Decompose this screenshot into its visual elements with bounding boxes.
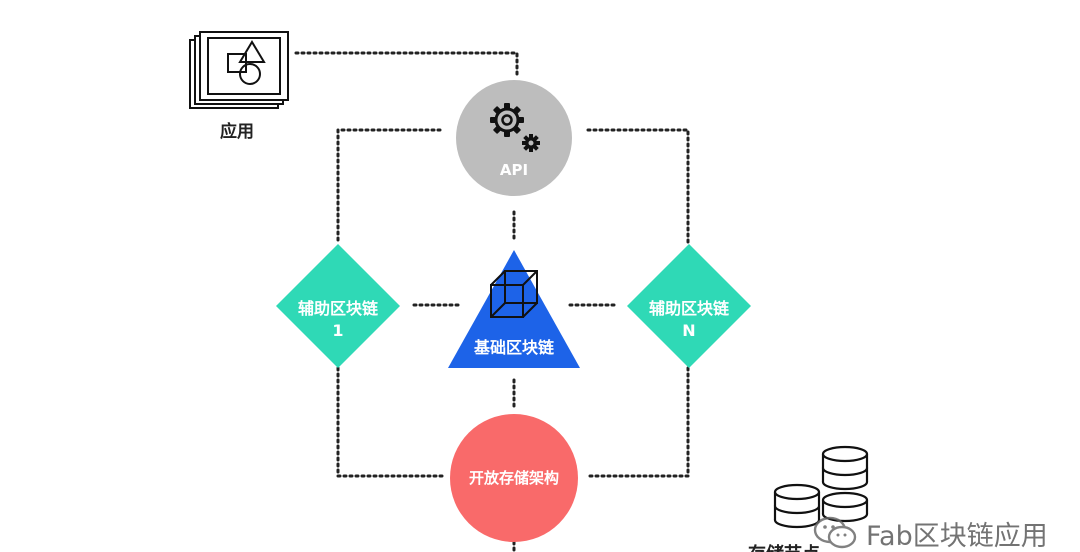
base-chain-triangle <box>448 250 580 368</box>
aux-chain-right-index: N <box>682 321 695 340</box>
aux-chain-right-node: 辅助区块链 N <box>627 244 751 368</box>
stacked-pages-icon <box>189 31 289 109</box>
connector-api-right <box>586 128 690 246</box>
aux-chain-left-diamond <box>276 244 400 368</box>
api-circle <box>456 80 572 196</box>
aux-chain-left-index: 1 <box>332 321 343 340</box>
connector-app-api <box>294 51 519 78</box>
aux-chain-right-label: 辅助区块链 <box>649 299 730 318</box>
shapes-icon <box>227 40 266 85</box>
gear-icon <box>490 103 524 137</box>
base-chain-node: 基础区块链 <box>448 250 580 368</box>
aux-chain-left-node: 辅助区块链 1 <box>276 244 400 368</box>
connectors <box>294 51 690 552</box>
storage-node: 开放存储架构 <box>450 414 578 542</box>
base-chain-label: 基础区块链 <box>473 338 555 357</box>
application-label: 应用 <box>220 121 254 142</box>
database-stack-icon <box>773 445 869 529</box>
connector-api-left <box>336 128 442 246</box>
storage-label: 开放存储架构 <box>469 469 559 487</box>
connector-left-storage <box>336 366 446 478</box>
aux-chain-right-diamond <box>627 244 751 368</box>
watermark-text: Fab区块链应用 <box>866 520 1048 552</box>
connector-right-storage <box>584 366 690 478</box>
database-left-icon <box>773 483 821 529</box>
small-gear-icon <box>522 134 540 152</box>
database-right-icon <box>821 445 869 523</box>
cube-icon <box>490 270 538 318</box>
application-node: 应用 <box>189 31 289 142</box>
wechat-icon <box>813 516 857 549</box>
storage-circle <box>450 414 578 542</box>
watermark: Fab区块链应用 <box>812 514 1048 552</box>
api-label: API <box>500 161 528 179</box>
storage-node-label: 存储节点 <box>748 540 820 552</box>
aux-chain-left-label: 辅助区块链 <box>298 299 379 318</box>
api-node: API <box>456 80 572 196</box>
